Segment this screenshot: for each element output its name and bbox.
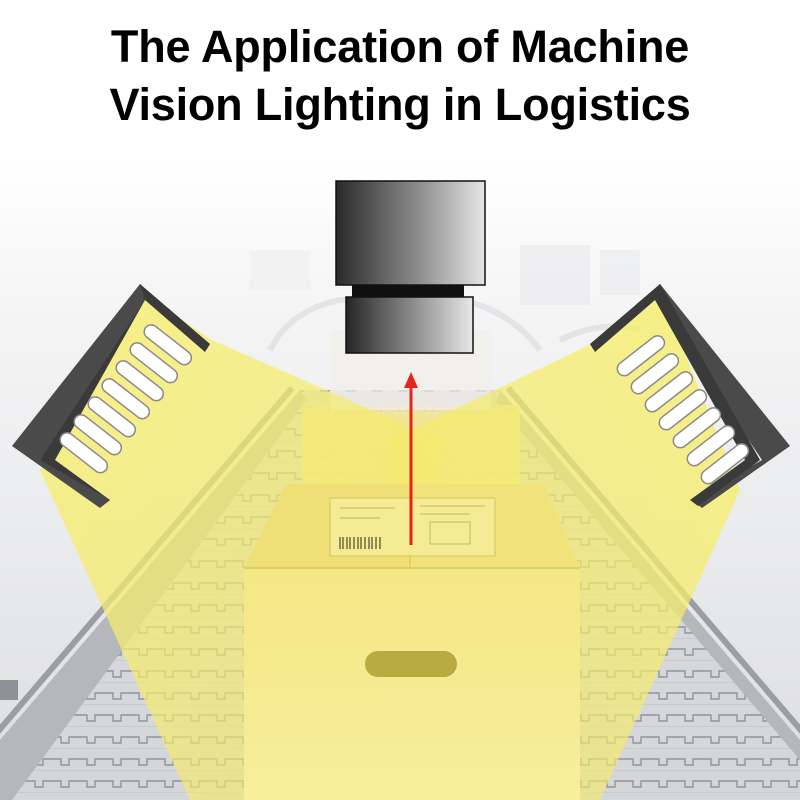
warehouse-background (250, 245, 641, 352)
bar-light-left (12, 284, 210, 508)
cardboard-box-icon (244, 484, 580, 800)
machine-vision-camera-icon (335, 180, 486, 354)
page-title: The Application of Machine Vision Lighti… (0, 18, 800, 134)
arrow-icon (404, 372, 418, 545)
bar-light-right (590, 284, 790, 508)
title-line-2: Vision Lighting in Logistics (109, 79, 691, 130)
title-line-1: The Application of Machine (110, 21, 690, 72)
